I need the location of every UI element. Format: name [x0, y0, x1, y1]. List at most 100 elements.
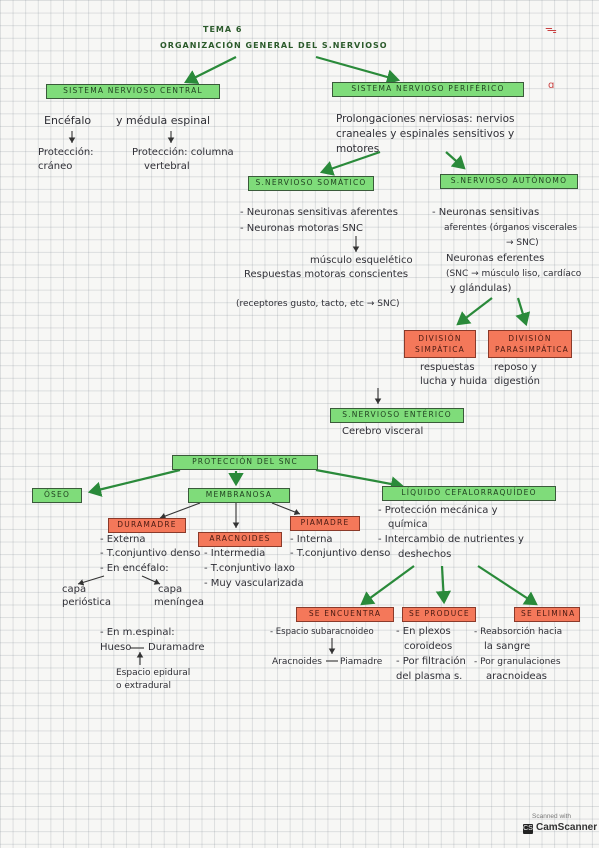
arrow-autonomo-parasimpatica — [515, 297, 531, 327]
label-oseo: ÓSEO — [32, 488, 82, 503]
label-encuentra: SE ENCUENTRA — [296, 607, 394, 622]
arrow-proteccion-oseo — [87, 468, 181, 497]
liquido-l1: - Protección mecánica y — [378, 505, 498, 516]
label-duramadre: DURAMADRE — [108, 518, 186, 533]
produce-l2: coroideos — [404, 641, 453, 652]
label-produce: SE PRODUCE — [402, 607, 476, 622]
label-proteccion: PROTECCIÓN DEL SNC — [172, 455, 318, 470]
snc-proteccion-craneo-2: cráneo — [38, 161, 73, 172]
arrow-proteccion-liquido — [315, 468, 405, 492]
somatico-l5: (receptores gusto, tacto, etc → SNC) — [236, 299, 400, 309]
duramadre-capa-meningea-1: capa — [158, 584, 183, 595]
piamadre-l1: - Interna — [290, 534, 333, 545]
snp-desc-1: Prolongaciones nerviosas: nervios — [336, 113, 515, 125]
encuentra-aracnoides: Aracnoides — [272, 657, 322, 667]
arrow-title-snc — [184, 56, 237, 84]
duramadre-l3: - En encéfalo: — [100, 563, 169, 574]
aracnoides-l1: - Intermedia — [204, 548, 266, 559]
snp-desc-2: craneales y espinales sensitivos y — [336, 128, 515, 140]
liquido-l3: - Intercambio de nutrientes y — [378, 534, 524, 545]
autonomo-l6: y glándulas) — [450, 283, 512, 294]
liquido-l2: química — [388, 519, 428, 530]
label-liquido: LÍQUIDO CEFALORRAQUÍDEO — [382, 486, 556, 501]
duramadre-l4: - En m.espinal: — [100, 627, 175, 638]
label-membranosa: MEMBRANOSA — [188, 488, 290, 503]
snc-encefalo: Encéfalo — [44, 114, 92, 127]
duramadre-epidural-1: Espacio epidural — [116, 668, 191, 678]
watermark-camscanner: CamScanner — [536, 822, 598, 833]
produce-l3: - Por filtración — [396, 656, 466, 667]
somatico-l2: - Neuronas motoras SNC — [240, 223, 363, 234]
label-simpatica-2: SIMPÁTICA — [415, 345, 465, 354]
label-aracnoides: ARACNOIDES — [198, 532, 282, 547]
title-main: ORGANIZACIÓN GENERAL DEL S.NERVIOSO — [160, 41, 388, 50]
label-enterico: S.NERVIOSO ENTÉRICO — [330, 408, 464, 423]
duramadre-l1: - Externa — [100, 534, 146, 545]
snp-desc-3: motores — [336, 143, 380, 155]
arrow-autonomo-simpatica — [456, 297, 493, 326]
encuentra-piamadre: Piamadre — [340, 657, 383, 667]
parasimpatica-d2: digestión — [494, 376, 540, 387]
duramadre-dura: Duramadre — [148, 642, 205, 653]
enterico-desc: Cerebro visceral — [342, 426, 424, 437]
autonomo-l1: - Neuronas sensitivas — [432, 207, 540, 218]
snc-proteccion-columna-1: Protección: columna — [132, 147, 234, 158]
aracnoides-l3: - Muy vascularizada — [204, 578, 304, 589]
snc-medula: y médula espinal — [116, 114, 211, 127]
duramadre-capa-periostica-1: capa — [62, 584, 87, 595]
label-simpatica: DIVISIÓN SIMPÁTICA — [404, 330, 476, 358]
label-elimina: SE ELIMINA — [514, 607, 580, 622]
simpatica-d2: lucha y huida — [420, 376, 488, 387]
arrow-liquido-produce — [435, 565, 452, 605]
arrow-membranosa-piamadre — [271, 502, 301, 516]
label-piamadre: PIAMADRE — [290, 516, 360, 531]
autonomo-l4: Neuronas eferentes — [446, 253, 545, 264]
arrow-capa-periostica — [77, 575, 105, 586]
somatico-l1: - Neuronas sensitivas aferentes — [240, 207, 398, 218]
somatico-l3: músculo esquelético — [310, 255, 413, 266]
camscanner-logo-icon: CS — [523, 824, 533, 834]
corner-mark: ɑ — [548, 80, 555, 91]
corner-doodle: ᯓ — [545, 22, 557, 36]
duramadre-epidural-2: o extradural — [116, 681, 171, 691]
encuentra-l1: - Espacio subaracnoideo — [270, 627, 374, 637]
duramadre-l2: - T.conjuntivo denso — [100, 548, 201, 559]
liquido-l4: deshechos — [398, 549, 452, 560]
elimina-l2: la sangre — [484, 641, 531, 652]
duramadre-capa-meningea-2: meníngea — [154, 597, 204, 608]
produce-l1: - En plexos — [396, 626, 451, 637]
arrow-snp-autonomo — [445, 151, 466, 170]
aracnoides-l2: - T.conjuntivo laxo — [204, 563, 295, 574]
snc-proteccion-craneo-1: Protección: — [38, 147, 94, 158]
label-parasimpatica-2: PARASIMPÁTICA — [495, 345, 570, 354]
arrow-capa-meningea — [141, 575, 161, 585]
watermark-scanned-with: Scanned with — [532, 813, 572, 820]
arrow-title-snp — [315, 55, 401, 85]
label-snc: SISTEMA NERVIOSO CENTRAL — [46, 84, 220, 99]
label-somatico: S.NERVIOSO SOMÁTICO — [248, 176, 374, 191]
parasimpatica-d1: reposo y — [494, 362, 537, 373]
label-parasimpatica-1: DIVISIÓN — [508, 334, 552, 343]
elimina-l4: aracnoideas — [486, 671, 547, 682]
piamadre-l2: - T.conjuntivo denso — [290, 548, 391, 559]
label-snp: SISTEMA NERVIOSO PERIFÉRICO — [332, 82, 524, 97]
arrow-membranosa-duramadre — [159, 502, 201, 520]
snc-proteccion-columna-2: vertebral — [144, 161, 190, 172]
duramadre-hueso: Hueso — [100, 642, 132, 653]
elimina-l1: - Reabsorción hacia — [474, 627, 563, 637]
autonomo-l5: (SNC → músculo liso, cardíaco — [446, 269, 582, 279]
autonomo-l3: → SNC) — [506, 238, 539, 248]
title-tema: TEMA 6 — [203, 25, 243, 34]
produce-l4: del plasma s. — [396, 671, 463, 682]
label-simpatica-1: DIVISIÓN — [418, 334, 462, 343]
arrow-liquido-encuentra — [360, 565, 415, 606]
somatico-l4: Respuestas motoras conscientes — [244, 269, 409, 280]
label-autonomo: S.NERVIOSO AUTÓNOMO — [440, 174, 578, 189]
arrow-snp-somatico — [319, 150, 381, 176]
duramadre-capa-periostica-2: perióstica — [62, 597, 112, 608]
arrow-liquido-elimina — [477, 565, 538, 606]
elimina-l3: - Por granulaciones — [474, 657, 561, 667]
simpatica-d1: respuestas — [420, 362, 475, 373]
label-parasimpatica: DIVISIÓN PARASIMPÁTICA — [488, 330, 572, 358]
